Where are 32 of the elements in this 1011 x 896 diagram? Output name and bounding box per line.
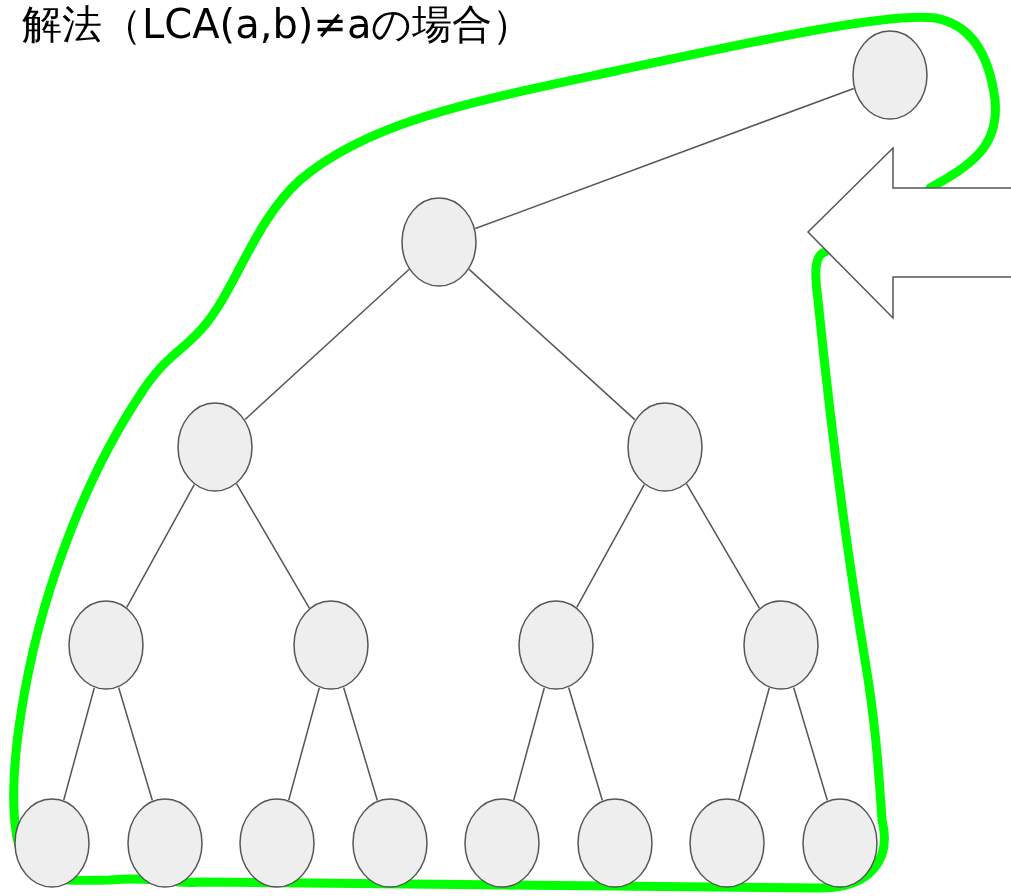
- tree-edge: [235, 483, 311, 609]
- tree-edge: [468, 268, 636, 421]
- tree-node: [239, 798, 315, 888]
- tree-edge: [737, 687, 771, 801]
- tree-node: [14, 798, 90, 888]
- tree-edge: [474, 87, 855, 230]
- tree-node: [743, 600, 819, 690]
- tree-edge: [244, 268, 410, 421]
- tree-edge: [512, 687, 546, 801]
- tree-node: [177, 402, 253, 492]
- tree-node: [518, 600, 594, 690]
- tree-node: [689, 798, 765, 888]
- tree-edge: [685, 483, 761, 609]
- tree-node: [464, 798, 540, 888]
- tree-node: [68, 600, 144, 690]
- tree-node: [802, 798, 878, 888]
- tree-edge: [287, 687, 321, 801]
- tree-edge: [792, 686, 829, 802]
- tree-edge: [567, 686, 604, 802]
- tree-edge: [117, 686, 154, 802]
- tree-node: [127, 798, 203, 888]
- tree-node: [293, 600, 369, 690]
- tree-node: [627, 402, 703, 492]
- tree-edge: [62, 687, 96, 801]
- tree-node: [852, 30, 928, 120]
- tree-node: [401, 197, 477, 287]
- tree-edge: [126, 483, 195, 609]
- tree-node: [577, 798, 653, 888]
- tree-edge: [576, 483, 645, 609]
- title: 解法（LCA(a,b)≠aの場合）: [22, 0, 533, 48]
- tree-edge: [342, 686, 379, 802]
- tree-node: [352, 798, 428, 888]
